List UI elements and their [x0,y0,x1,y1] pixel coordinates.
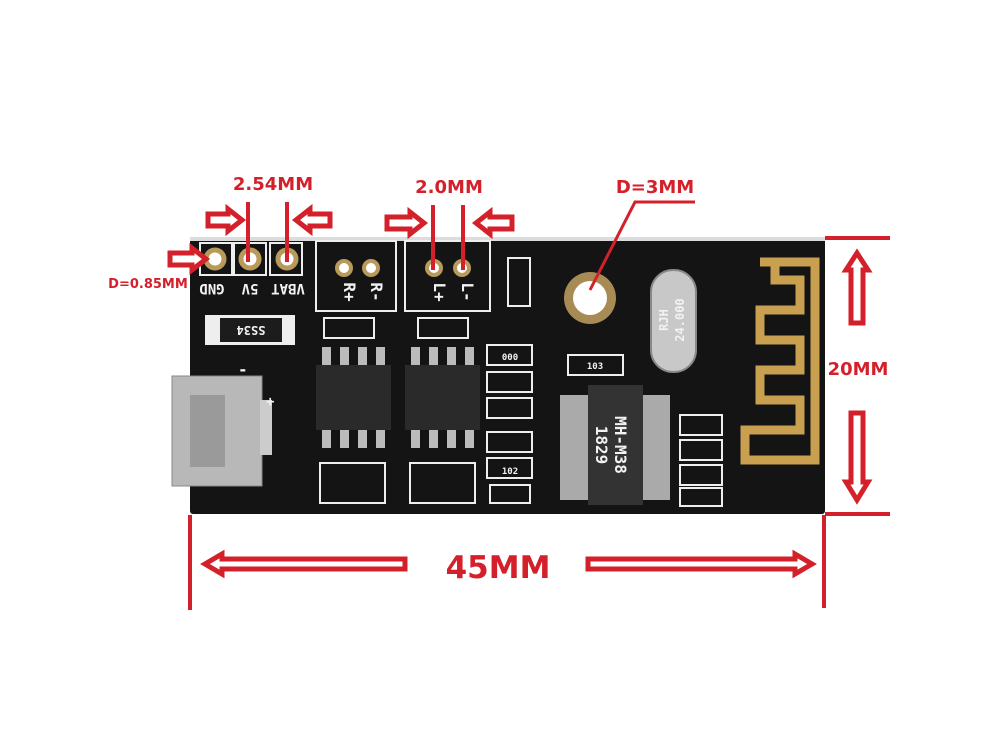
speaker-right-connector: R+ R- [315,240,397,312]
length-label: 45MM [446,550,551,586]
resistor-102-label: 102 [502,467,518,477]
arrow-right-icon [585,549,817,579]
resistor-000-label: 000 [502,353,518,363]
mount-hole-label: D=3MM [616,177,694,198]
width-label: 20MM [828,359,889,380]
micro-usb-port: - + [171,360,274,487]
smd-components [319,257,723,507]
label-r-minus: R- [367,282,386,301]
pin-label-vbat: VBAT [271,280,305,296]
arrow-right-icon [384,206,429,240]
amp-chips [316,347,480,448]
arrow-left-icon [471,206,515,240]
arrow-left-icon [291,203,333,237]
svg-text:SS34: SS34 [237,323,266,337]
pin-label-gnd: GND [199,280,224,296]
label-l-plus: L+ [430,282,449,302]
arrow-right-icon [167,242,211,276]
pcb-antenna [740,257,820,465]
speaker-pitch-label: 2.0MM [415,177,483,198]
arrow-down-icon [841,410,873,505]
chip-model: MH-M38 [611,416,630,474]
resistor-103-label: 103 [587,362,603,372]
crystal-frequency: 24.000 [673,298,687,341]
bluetooth-chip: MH-M38 1829 [560,385,670,505]
crystal-oscillator: RJH 24.000 [650,269,697,373]
usb-minus-label: - [238,360,248,379]
pcb-edge [190,237,825,241]
pin-label-5v: 5V [241,280,258,296]
arrow-right-icon [205,203,247,237]
pin-pitch-label: 2.54MM [233,174,313,195]
pin-hole-label: D=0.85MM [108,277,188,292]
diode-ss34: SS34 [205,315,295,345]
crystal-brand: RJH [657,309,671,331]
usb-plus-label: + [266,394,274,410]
arrow-left-icon [200,549,408,579]
label-r-plus: R+ [340,282,359,302]
chip-date: 1829 [592,426,611,465]
arrow-up-icon [841,248,873,326]
label-l-minus: L- [458,282,477,301]
annotations [167,200,890,610]
